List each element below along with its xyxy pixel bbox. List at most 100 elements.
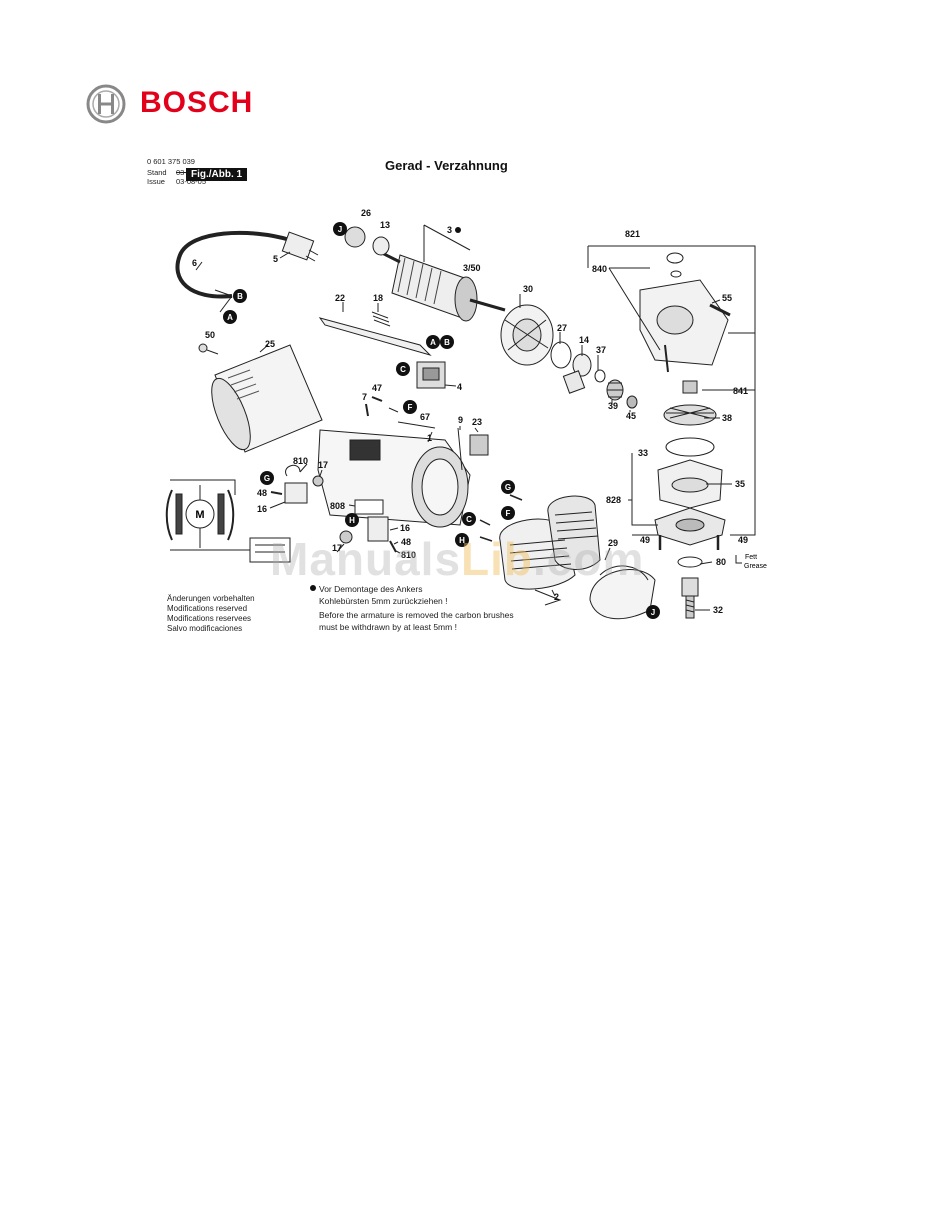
- motor-wiring-schematic: [165, 479, 291, 563]
- pinion-39: [606, 379, 624, 401]
- part-label-841: 841: [733, 386, 748, 396]
- part-label-45: 45: [626, 411, 636, 421]
- bracket-22: [318, 317, 432, 357]
- svg-text:C: C: [400, 365, 406, 374]
- ring-80: [677, 556, 703, 568]
- label-808: [354, 499, 384, 515]
- part-label-32: 32: [713, 605, 723, 615]
- armature-note-marker: [455, 227, 461, 233]
- switch: [416, 361, 446, 389]
- svg-text:G: G: [505, 483, 511, 492]
- stand-value: 03-07: [176, 168, 195, 177]
- bearing-13: [372, 236, 390, 256]
- part-label-25: 25: [265, 339, 275, 349]
- spindle: [681, 577, 699, 619]
- part-label-808: 808: [330, 501, 345, 511]
- part-label-18: 18: [373, 293, 383, 303]
- part-label-821: 821: [625, 229, 640, 239]
- part-number: 0 601 375 039: [147, 157, 195, 166]
- callout-F-housing: F: [403, 400, 417, 414]
- part-label-13: 13: [380, 220, 390, 230]
- callout-A-switch: A: [426, 335, 440, 349]
- callout-J-top: J: [333, 222, 347, 236]
- part-label-33: 33: [638, 448, 648, 458]
- part-label-50: 50: [205, 330, 215, 340]
- note-left-line: Salvo modificaciones: [167, 624, 243, 633]
- grease-label-de: Fett: [745, 554, 757, 561]
- part-label-39: 39: [608, 401, 618, 411]
- watermark-part3: .com: [533, 533, 645, 585]
- part-label-26: 26: [361, 208, 371, 218]
- svg-text:J: J: [338, 225, 342, 234]
- issue-value: 03-08-05: [176, 177, 207, 186]
- callout-B: B: [233, 289, 247, 303]
- issue-label: Issue: [147, 177, 165, 186]
- part-label-80: 80: [716, 557, 726, 567]
- part-label-22: 22: [335, 293, 345, 303]
- part-label-27: 27: [557, 323, 567, 333]
- motor-label: M: [195, 509, 204, 521]
- part-label-37: 37: [596, 345, 606, 355]
- nut-45: [626, 395, 638, 409]
- part-label-3-50: 3/50: [463, 263, 481, 273]
- callout-B-switch: B: [440, 335, 454, 349]
- part-label-840: 840: [592, 264, 607, 274]
- svg-text:C: C: [466, 515, 472, 524]
- sleeve-841: [682, 380, 698, 394]
- figure-label: Fig./Abb. 1: [186, 168, 248, 181]
- fan: [500, 304, 554, 366]
- bevel-gear: [663, 404, 717, 426]
- callout-F-field: F: [501, 506, 515, 520]
- part-label-828: 828: [606, 495, 621, 505]
- part-label-810-top: 810: [293, 456, 308, 466]
- motor-housing: [317, 429, 471, 528]
- part-label-3: 3: [447, 225, 452, 235]
- bearing-flange: [657, 459, 723, 509]
- part-label-4: 4: [457, 382, 462, 392]
- part-label-48-top: 48: [257, 488, 267, 498]
- callout-H-field: H: [455, 533, 469, 547]
- callout-G-left: G: [260, 471, 274, 485]
- part-label-17-bottom: 17: [332, 543, 342, 553]
- plug: [281, 231, 315, 261]
- washer-37: [594, 369, 606, 383]
- armature: [379, 250, 506, 322]
- svg-text:G: G: [264, 474, 270, 483]
- spindle-flange: [654, 507, 726, 546]
- part-label-38: 38: [722, 413, 732, 423]
- cable-67: [397, 421, 436, 429]
- brush-17b: [339, 530, 353, 544]
- stand-label: Stand: [147, 168, 167, 177]
- svg-text:A: A: [430, 338, 436, 347]
- callout-A: A: [223, 310, 237, 324]
- svg-text:B: B: [444, 338, 450, 347]
- note-marker: [310, 585, 316, 591]
- field-coil: [499, 495, 601, 606]
- part-label-30: 30: [523, 284, 533, 294]
- part-label-35: 35: [735, 479, 745, 489]
- lever-23: [469, 434, 489, 456]
- part-label-29: 29: [608, 538, 618, 548]
- watermark-part1: Manuals: [270, 533, 462, 585]
- part-label-17-top: 17: [318, 460, 328, 470]
- power-cord: [175, 230, 291, 299]
- callout-G-field: G: [501, 480, 515, 494]
- screw-50: [198, 343, 219, 355]
- svg-text:A: A: [227, 313, 233, 322]
- part-label-49-right: 49: [738, 535, 748, 545]
- spring-18: [371, 311, 391, 327]
- note-right-line: Vor Demontage des Ankers: [319, 584, 423, 594]
- note-right-line: Kohlebürsten 5mm zurückziehen !: [319, 596, 448, 606]
- brush-17a: [312, 475, 324, 487]
- part-label-16-bottom: 16: [400, 523, 410, 533]
- exploded-parts-diagram: A B J A B C F G H G F C H J 6 5 26 13 3 …: [165, 208, 767, 620]
- motor-housing-cover: [211, 344, 323, 453]
- part-label-9: 9: [458, 415, 463, 425]
- gear-head-housing: [639, 252, 731, 373]
- page-title: Gerad - Verzahnung: [385, 158, 508, 173]
- bearing-26: [344, 226, 366, 248]
- part-label-2: 2: [554, 592, 559, 602]
- bosch-armature-logo-icon: [86, 84, 126, 124]
- note-left-line: Änderungen vorbehalten: [167, 594, 255, 603]
- notes-left: Änderungen vorbehalten Modifications res…: [167, 594, 255, 634]
